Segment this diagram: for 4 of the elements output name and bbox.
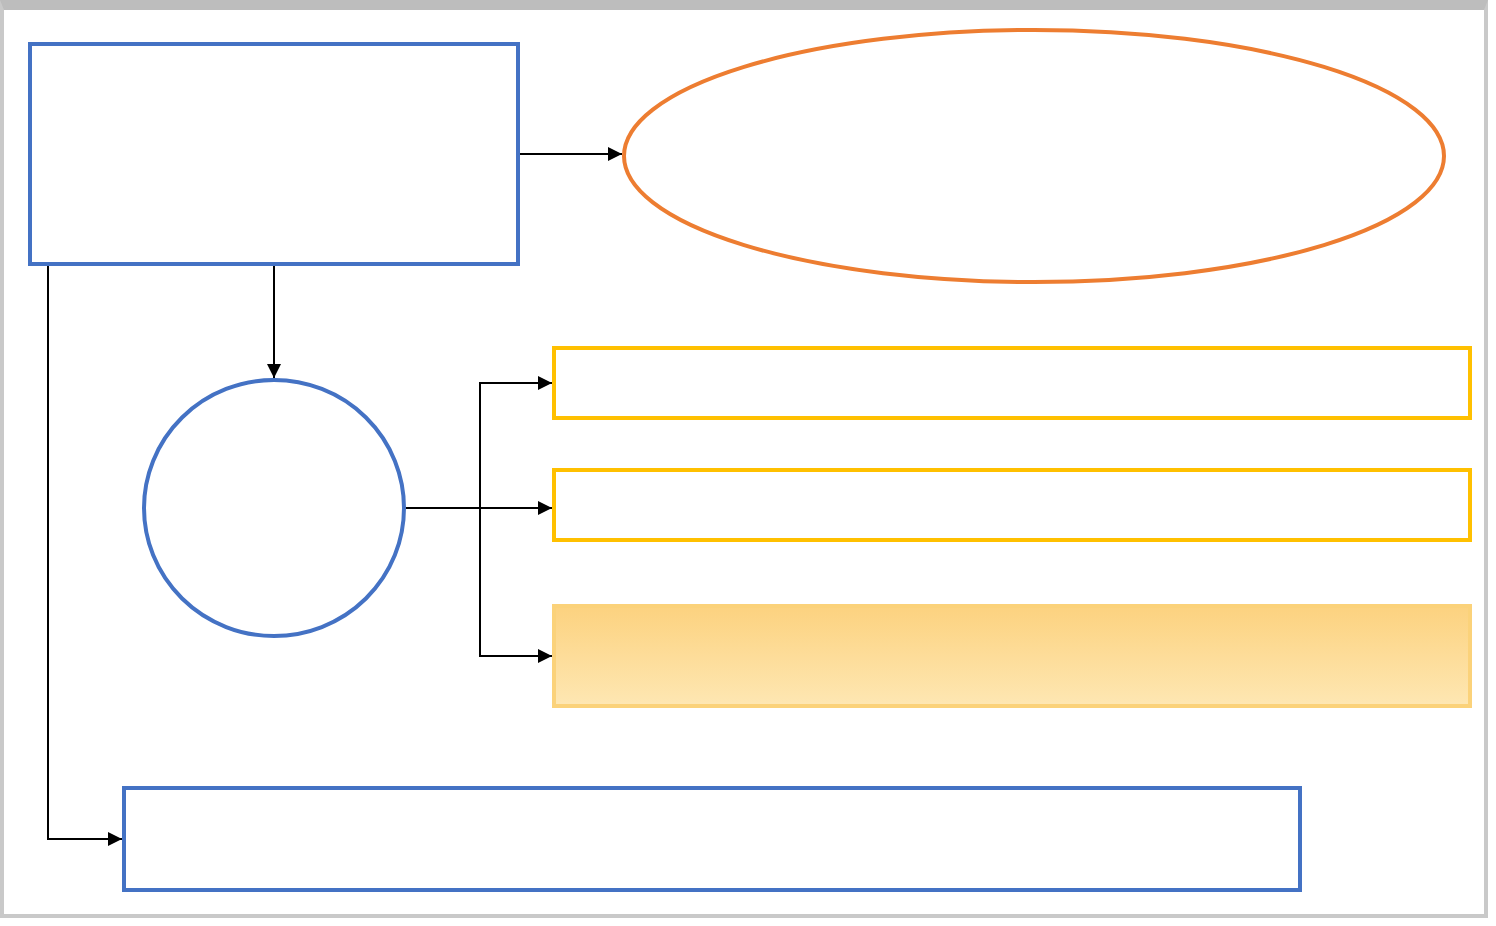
arrow [519, 147, 623, 161]
arrow [47, 265, 123, 846]
arrow [405, 507, 553, 663]
arrow [267, 265, 281, 379]
